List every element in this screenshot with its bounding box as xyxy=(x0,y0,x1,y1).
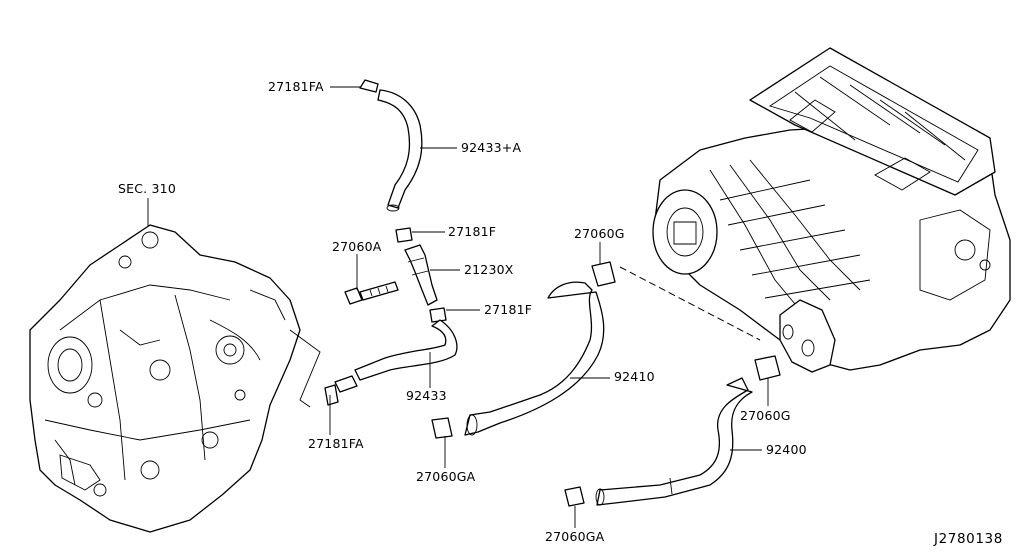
leader-lines xyxy=(329,86,769,528)
part-label-27060ga-bottom: 27060GA xyxy=(545,529,605,544)
drawing-code: J2780138 xyxy=(934,531,1003,547)
heater-unit xyxy=(652,47,1011,373)
part-label-27181f-upper: 27181F xyxy=(448,224,497,239)
bolt-27060a xyxy=(344,281,399,305)
section-reference-label: SEC. 310 xyxy=(118,181,176,196)
clamp-27181f-upper xyxy=(395,227,413,243)
clamp-27060ga-bottom xyxy=(564,486,585,507)
part-label-27181f-lower: 27181F xyxy=(484,302,533,317)
part-label-27181fa-lower: 27181FA xyxy=(308,436,364,451)
hose-92400 xyxy=(595,355,781,506)
part-label-27060a: 27060A xyxy=(332,239,382,254)
clamp-27181fa-lower xyxy=(324,384,339,406)
part-label-92433: 92433 xyxy=(406,388,447,403)
part-label-27181fa-top: 27181FA xyxy=(268,79,324,94)
hose-92433a xyxy=(359,79,423,212)
part-label-21230x: 21230X xyxy=(464,262,514,277)
part-label-92410: 92410 xyxy=(614,369,655,384)
transmission-assembly xyxy=(29,198,321,533)
valve-21230x xyxy=(404,244,438,306)
part-label-92433a: 92433+A xyxy=(461,140,522,155)
part-label-27060ga-mid: 27060GA xyxy=(416,469,476,484)
hose-92410 xyxy=(464,261,616,436)
hose-92433 xyxy=(334,319,458,393)
part-label-27060g-upper: 27060G xyxy=(574,226,625,241)
part-label-92400: 92400 xyxy=(766,442,807,457)
clamp-27181f-lower xyxy=(429,307,447,323)
part-label-27060g-lower: 27060G xyxy=(740,408,791,423)
clamp-27060ga-mid xyxy=(431,417,453,439)
